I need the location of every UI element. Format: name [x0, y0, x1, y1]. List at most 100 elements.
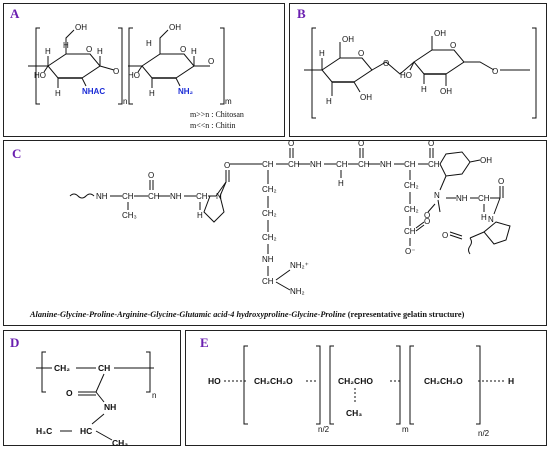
- c-ch2-glu1: CH₂: [404, 181, 419, 190]
- c-ch-1: CH: [122, 192, 134, 201]
- c-nh-4: NH: [380, 160, 392, 169]
- c-o-5: O: [428, 139, 434, 148]
- d-ch3: CH₃: [112, 438, 128, 448]
- b-ring1-h2: H: [326, 97, 332, 106]
- ring2-h2: H: [149, 89, 155, 98]
- b-ring2-h: H: [421, 85, 427, 94]
- c-nh-arg: NH: [262, 255, 274, 264]
- pnipam-structure: n CH₂ CH O NH HC H₃C CH₃: [36, 351, 156, 448]
- b-ring2-oh1: OH: [434, 29, 446, 38]
- c-nh-5: NH: [456, 194, 468, 203]
- panel-b-label: B: [297, 6, 306, 21]
- c-ch-gly2: CH: [336, 160, 348, 169]
- e-methyl: CH₃: [346, 408, 362, 418]
- c-o-2: O: [224, 161, 230, 170]
- e-unit-3: CH₂CH₂O: [424, 376, 463, 386]
- c-ominus: O⁻: [405, 247, 415, 256]
- b-ring2-o: O: [450, 41, 456, 50]
- ring2-h3: H: [191, 47, 197, 56]
- c-nh-3: NH: [310, 160, 322, 169]
- ring1-h1: H: [63, 41, 69, 50]
- panel-a-label: A: [10, 6, 20, 21]
- panel-c: [3, 140, 547, 326]
- c-ch-arg: CH: [262, 160, 274, 169]
- c-o-4: O: [358, 139, 364, 148]
- d-o: O: [66, 388, 73, 398]
- b-ring2-o-link: O: [492, 67, 498, 76]
- c-n-pro1: N: [216, 192, 222, 201]
- ring1-ho: HO: [34, 71, 46, 80]
- index-m: m: [225, 97, 232, 106]
- ring2-o: O: [180, 45, 186, 54]
- panel-e-label: E: [200, 335, 209, 350]
- gelatin-caption-suffix: (representative gelatin structure): [345, 310, 465, 319]
- ring2-oh: OH: [169, 23, 181, 32]
- ring1-h3: H: [55, 89, 61, 98]
- ring1-h2: H: [45, 47, 51, 56]
- c-h-gly2: H: [338, 179, 344, 188]
- b-ring1-h1: H: [319, 49, 325, 58]
- c-o-glu: O: [424, 217, 430, 226]
- e-unit-2: CH₂CHO: [338, 376, 373, 386]
- gelatin-caption: Alanine-Glycine-Proline-Arginine-Glycine…: [30, 310, 464, 319]
- e-h: H: [508, 376, 514, 386]
- c-nh-2: NH: [170, 192, 182, 201]
- c-pro2-n: N: [488, 215, 494, 224]
- nhac-group: NHAC: [82, 87, 105, 96]
- b-ring2-ho: HO: [400, 71, 412, 80]
- c-c-2: CH: [288, 160, 300, 169]
- c-h-2: H: [197, 211, 203, 220]
- c-hyp-oh: OH: [480, 156, 492, 165]
- gelatin-structure: NH CH CH₃ CH O NH CH H O N CH CH₂ CH₂ CH…: [69, 139, 511, 296]
- nh2-group: NH₂: [178, 87, 194, 96]
- c-c-glu: CH: [404, 227, 416, 236]
- c-c-4: CH: [428, 160, 440, 169]
- index-n: n: [123, 97, 127, 106]
- e-index-3: n/2: [478, 429, 490, 438]
- chitosan-structure: n m O OH H H H HO NHAC O H O OH H HO: [28, 23, 232, 106]
- d-index: n: [152, 391, 156, 400]
- c-c-3: CH: [358, 160, 370, 169]
- d-h3c: H₃C: [36, 426, 52, 436]
- chitin-note: m<<n : Chitin: [190, 121, 236, 130]
- panel-e: [185, 330, 547, 446]
- d-hc: HC: [80, 426, 92, 436]
- d-ch: CH: [98, 363, 110, 373]
- c-o-7: O: [498, 177, 504, 186]
- e-index-1: n/2: [318, 425, 330, 434]
- e-unit-1: CH₂CH₂O: [254, 376, 293, 386]
- chitosan-note: m>>n : Chitosan: [190, 110, 244, 119]
- b-ring2-oh2: OH: [440, 87, 452, 96]
- c-o-6: O: [424, 211, 430, 220]
- glycosidic-o-1: O: [113, 67, 119, 76]
- c-ch2-glu2: CH₂: [404, 205, 419, 214]
- panel-d: [3, 330, 181, 446]
- ring2-o-link: O: [208, 57, 214, 66]
- panel-a: [3, 3, 285, 137]
- c-o-1: O: [148, 171, 154, 180]
- c-nh-1: NH: [96, 192, 108, 201]
- c-ch2-b: CH₂: [262, 209, 277, 218]
- b-ring1-oh1: OH: [342, 35, 354, 44]
- b-ring1-o-link: O: [383, 59, 389, 68]
- c-nh2-arg: NH₂: [290, 287, 305, 296]
- c-ch2-a: CH₂: [262, 185, 277, 194]
- panel-c-label: C: [12, 146, 22, 161]
- gelatin-sequence: Alanine-Glycine-Proline-Arginine-Glycine…: [30, 310, 346, 319]
- c-c-arg: CH: [262, 277, 274, 286]
- c-ch-gly3: CH: [478, 194, 490, 203]
- c-nh2-plus: NH₂⁺: [290, 261, 309, 270]
- panel-d-label: D: [10, 335, 20, 350]
- d-ch2: CH₂: [54, 363, 70, 373]
- ring2-ho: HO: [128, 71, 140, 80]
- ring1-h4: H: [97, 47, 103, 56]
- d-nh: NH: [104, 402, 116, 412]
- polysaccharide-structure: O OH H H OH O O OH HO H OH O: [304, 27, 537, 119]
- c-o-3: O: [288, 139, 294, 148]
- c-ch-2: CH: [196, 192, 208, 201]
- c-ch2-c: CH₂: [262, 233, 277, 242]
- c-ch3-1: CH₃: [122, 211, 137, 220]
- b-ring1-o: O: [358, 49, 364, 58]
- c-ch-glu: CH: [404, 160, 416, 169]
